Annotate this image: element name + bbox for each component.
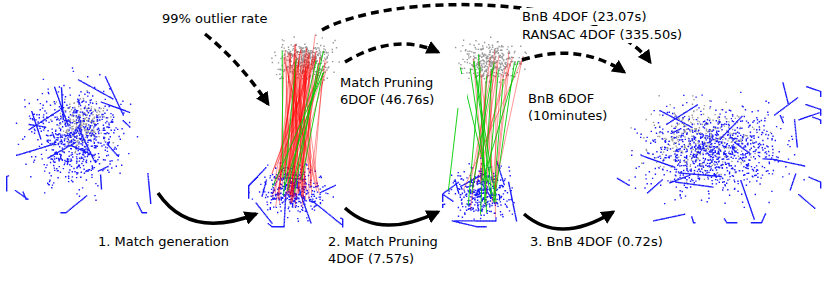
step-label: 2. Match Pruning 4DOF (7.57s) xyxy=(326,233,470,267)
dashed-arrow xyxy=(522,53,624,72)
point-clouds xyxy=(6,35,821,228)
outlier-matches xyxy=(272,35,327,207)
method-time: BnB 4DOF (23.07s) xyxy=(520,8,648,25)
blue-points xyxy=(6,67,821,227)
note-label: 99% outlier rate xyxy=(160,10,269,27)
solid-arrow xyxy=(524,212,613,229)
dashed-arrow xyxy=(345,44,438,62)
step-label: Match Pruning 6DOF (46.76s) xyxy=(338,74,467,108)
solid-arrow xyxy=(158,193,256,223)
step-label: BnB 6DOF (10minutes) xyxy=(526,90,630,124)
solid-arrow xyxy=(345,208,438,225)
step-label: 3. BnB 4DOF (0.72s) xyxy=(528,233,665,250)
method-time: RANSAC 4DOF (335.50s) xyxy=(520,26,684,43)
step-label: 1. Match generation xyxy=(96,233,231,250)
dashed-arrow xyxy=(205,34,268,104)
inlier-matches xyxy=(273,50,325,195)
